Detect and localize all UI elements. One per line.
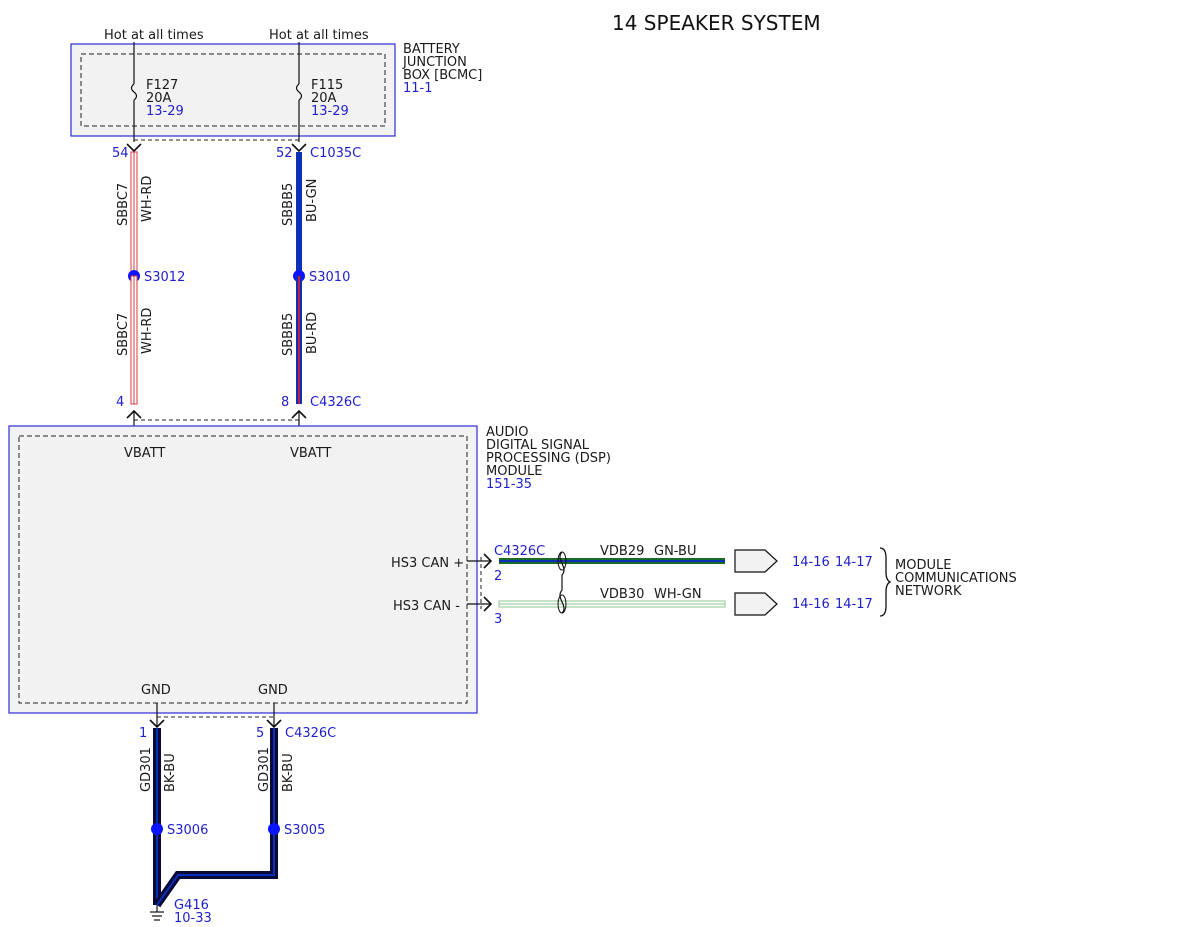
supply-label-f115: Hot at all times xyxy=(269,28,369,43)
wire-gd301-a-color: BK-BU xyxy=(163,753,178,792)
ground-pin-5: 5 xyxy=(256,726,264,741)
network-label-1: MODULE xyxy=(895,558,951,573)
fuse-f127-id: F127 xyxy=(146,78,178,93)
vbatt-a-label: VBATT xyxy=(124,446,165,461)
wire-vdb30-color: WH-GN xyxy=(654,587,702,602)
wire-vdb29: VDB29 GN-BU xyxy=(499,544,725,564)
fuse-f115-amps: 20A xyxy=(311,91,337,106)
offpage-connector-can-plus xyxy=(734,549,778,573)
wire-vdb30-circuit: VDB30 xyxy=(600,587,644,602)
junction-box-name-2: JUNCTION xyxy=(402,55,467,70)
battery-junction-box: BATTERY JUNCTION BOX [BCMC] 11-1 xyxy=(70,42,482,137)
wire-sbbc7-middle: SBBC7 WH-RD xyxy=(116,275,155,405)
dsp-name-4: MODULE xyxy=(486,464,542,479)
wire-sbbb5-upper: SBBB5 BU-GN xyxy=(281,152,320,276)
pin-8: 8 xyxy=(281,395,289,410)
can-plus-ref-2: 14-17 xyxy=(835,555,873,570)
supply-label-f127: Hot at all times xyxy=(104,28,204,43)
wire-sbbb5-middle-color: BU-RD xyxy=(305,312,320,354)
gnd-b-label: GND xyxy=(258,683,288,698)
wire-gd301-b-color: BK-BU xyxy=(281,753,296,792)
wire-sbbb5-upper-circuit: SBBB5 xyxy=(281,183,296,226)
ground-point-ref: 10-33 xyxy=(174,911,212,926)
vbatt-b-label: VBATT xyxy=(290,446,331,461)
connector-c1035c: 54 52 C1035C xyxy=(112,139,361,161)
network-label-2: COMMUNICATIONS xyxy=(895,571,1017,586)
dsp-name-1: AUDIO xyxy=(486,425,529,440)
can-plus-label: HS3 CAN + xyxy=(391,556,464,571)
twisted-pair-symbol xyxy=(559,551,565,614)
splice-s3012-label: S3012 xyxy=(144,270,185,285)
wire-vdb30: VDB30 WH-GN xyxy=(498,587,726,608)
splice-s3010-label: S3010 xyxy=(309,270,350,285)
ground-point-label: G416 xyxy=(174,898,209,913)
dsp-name-2: DIGITAL SIGNAL xyxy=(486,438,590,453)
splice-s3006 xyxy=(151,823,163,835)
dsp-ref: 151-35 xyxy=(486,477,532,492)
network-label-3: NETWORK xyxy=(895,584,962,599)
wire-gd301-a-circuit: GD301 xyxy=(139,747,154,792)
fuse-f115-ref: 13-29 xyxy=(311,104,349,119)
wire-sbbc7-middle-color: WH-RD xyxy=(140,308,155,354)
can-pin-3: 3 xyxy=(494,612,502,627)
wire-sbbb5-upper-color: BU-GN xyxy=(305,179,320,222)
wire-gd301-b-circuit: GD301 xyxy=(257,747,272,792)
fuse-f127-ref: 13-29 xyxy=(146,104,184,119)
ground-connector-c4326c: 1 5 C4326C xyxy=(139,703,336,741)
diagram-title: 14 SPEAKER SYSTEM xyxy=(612,11,821,35)
can-connector-c4326c: C4326C 2 3 xyxy=(467,544,545,627)
junction-box-ref: 11-1 xyxy=(403,81,433,96)
offpage-connector-can-minus xyxy=(734,592,778,616)
ground-connector-label: C4326C xyxy=(285,726,336,741)
junction-box-name-1: BATTERY xyxy=(403,42,460,57)
wire-sbbb5-middle: SBBB5 BU-RD xyxy=(281,276,320,404)
fuse-f115: F115 20A 13-29 xyxy=(295,42,349,142)
can-plus-ref-1: 14-16 xyxy=(792,555,830,570)
wire-sbbb5-middle-circuit: SBBB5 xyxy=(281,313,296,356)
pin-52: 52 xyxy=(276,146,293,161)
connector-c4326c-input: 4 8 C4326C xyxy=(116,395,361,436)
can-minus-ref-2: 14-17 xyxy=(835,597,873,612)
fuse-f127-amps: 20A xyxy=(146,91,172,106)
dsp-name-3: PROCESSING (DSP) xyxy=(486,451,611,466)
ground-symbol xyxy=(150,905,164,921)
wire-sbbc7-middle-circuit: SBBC7 xyxy=(116,313,131,356)
wire-gd301-b: GD301 BK-BU xyxy=(153,728,296,908)
splice-s3005 xyxy=(268,823,280,835)
can-minus-ref-1: 14-16 xyxy=(792,597,830,612)
junction-box-name-3: BOX [BCMC] xyxy=(403,68,482,83)
connector-c1035c-label: C1035C xyxy=(310,146,361,161)
wire-sbbc7-upper-circuit: SBBC7 xyxy=(116,183,131,226)
can-pin-2: 2 xyxy=(494,569,502,584)
wire-gd301-a: GD301 BK-BU xyxy=(139,728,178,905)
fuse-f127: F127 20A 13-29 xyxy=(130,42,184,142)
network-brace xyxy=(879,547,892,617)
can-minus-label: HS3 CAN - xyxy=(393,599,460,614)
ground-pin-1: 1 xyxy=(139,726,147,741)
pin-4: 4 xyxy=(116,395,124,410)
splice-s3005-label: S3005 xyxy=(284,823,325,838)
wire-sbbc7-upper-color: WH-RD xyxy=(140,176,155,222)
wire-vdb29-circuit: VDB29 xyxy=(600,544,644,559)
pin-54: 54 xyxy=(112,146,129,161)
gnd-a-label: GND xyxy=(141,683,171,698)
splice-s3006-label: S3006 xyxy=(167,823,208,838)
dsp-module: AUDIO DIGITAL SIGNAL PROCESSING (DSP) MO… xyxy=(8,425,611,714)
fuse-f115-id: F115 xyxy=(311,78,343,93)
can-connector-label: C4326C xyxy=(494,544,545,559)
connector-c4326c-input-label: C4326C xyxy=(310,395,361,410)
wire-vdb29-color: GN-BU xyxy=(654,544,696,559)
wire-sbbc7-upper: SBBC7 WH-RD xyxy=(116,151,155,277)
